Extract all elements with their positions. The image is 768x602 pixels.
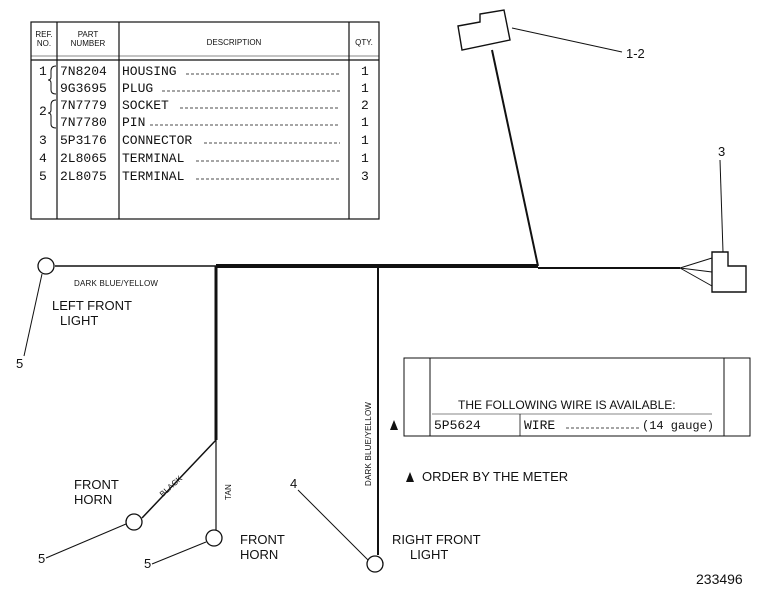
drawing-number: 233496 bbox=[696, 571, 743, 587]
row-part: 7N7779 bbox=[60, 98, 107, 113]
row-ref: 3 bbox=[39, 133, 47, 148]
header-part-line2: NUMBER bbox=[70, 39, 106, 48]
left-front-light-line2: LIGHT bbox=[60, 313, 99, 328]
wire-label-vertical: DARK BLUE/YELLOW bbox=[364, 401, 373, 486]
left-light-terminal bbox=[37, 257, 55, 275]
wire-box-heading: THE FOLLOWING WIRE IS AVAILABLE: bbox=[458, 398, 676, 412]
row-description: PLUG bbox=[122, 81, 154, 96]
row-ref: 4 bbox=[39, 151, 47, 166]
wire-box-description: WIRE bbox=[524, 418, 556, 433]
meter-note: ORDER BY THE METER bbox=[422, 469, 569, 484]
row-description: TERMINAL bbox=[122, 151, 185, 166]
callout-1-2: 1-2 bbox=[626, 46, 645, 61]
meter-markers bbox=[390, 420, 414, 482]
left-front-light-label: LEFT FRONT LIGHT bbox=[52, 298, 132, 328]
row-qty: 2 bbox=[361, 98, 369, 113]
header-qty: QTY. bbox=[355, 38, 373, 47]
left-front-light-line1: LEFT FRONT bbox=[52, 298, 132, 313]
front-horn-2-line1: FRONT bbox=[240, 532, 285, 547]
row-qty: 1 bbox=[361, 64, 369, 79]
callout-4: 4 bbox=[290, 476, 298, 491]
header-part-line1: PART bbox=[77, 30, 99, 39]
row-part: 9G3695 bbox=[60, 81, 107, 96]
right-front-light-line2: LIGHT bbox=[410, 547, 449, 562]
leader-lines bbox=[23, 27, 724, 565]
harness-wires bbox=[55, 49, 713, 555]
row-part: 7N7780 bbox=[60, 115, 107, 130]
row-qty: 1 bbox=[361, 115, 369, 130]
meter-note-marker-icon bbox=[406, 472, 414, 482]
row-part: 5P3176 bbox=[60, 133, 107, 148]
row-description: PIN bbox=[122, 115, 146, 130]
row-part: 7N8204 bbox=[60, 64, 107, 79]
parts-table-frame bbox=[30, 21, 380, 220]
row-qty: 1 bbox=[361, 133, 369, 148]
row-description: TERMINAL bbox=[122, 169, 185, 184]
row-description: CONNECTOR bbox=[122, 133, 193, 148]
row-qty: 3 bbox=[361, 169, 369, 184]
connector-3 bbox=[711, 251, 747, 293]
callout-3: 3 bbox=[718, 144, 726, 159]
row-part: 2L8065 bbox=[60, 151, 107, 166]
front-horn-1-label: FRONT HORN bbox=[74, 477, 119, 507]
wire-box-part: 5P5624 bbox=[434, 418, 481, 433]
row-ref: 1 bbox=[39, 64, 47, 79]
header-description: DESCRIPTION bbox=[206, 38, 262, 47]
right-light-terminal bbox=[366, 555, 384, 573]
right-front-light-line1: RIGHT FRONT bbox=[392, 532, 481, 547]
ref-braces bbox=[47, 65, 57, 129]
wire-label-tan: TAN bbox=[224, 483, 233, 500]
wire-box-frame bbox=[403, 357, 751, 437]
row-part: 2L8075 bbox=[60, 169, 107, 184]
header-ref-line1: REF. bbox=[35, 30, 53, 39]
front-horn-2-line2: HORN bbox=[240, 547, 279, 562]
callout-5-horn2: 5 bbox=[144, 556, 152, 571]
callout-5-left: 5 bbox=[16, 356, 24, 371]
plug-1-2 bbox=[457, 9, 511, 51]
header-part: PART NUMBER bbox=[57, 30, 119, 48]
wire-label-main: DARK BLUE/YELLOW bbox=[74, 279, 159, 288]
front-horn-1-line1: FRONT bbox=[74, 477, 119, 492]
meter-marker-icon bbox=[390, 420, 398, 430]
horn2-terminal bbox=[205, 529, 223, 547]
header-ref: REF. NO. bbox=[31, 30, 57, 48]
horn1-terminal bbox=[125, 513, 143, 531]
terminals bbox=[37, 257, 384, 573]
row-qty: 1 bbox=[361, 151, 369, 166]
row-ref: 2 bbox=[39, 104, 47, 119]
row-qty: 1 bbox=[361, 81, 369, 96]
row-ref: 5 bbox=[39, 169, 47, 184]
wire-box-gauge: (14 gauge) bbox=[642, 419, 715, 433]
row-description: HOUSING bbox=[122, 64, 177, 79]
row-description: SOCKET bbox=[122, 98, 169, 113]
front-horn-1-line2: HORN bbox=[74, 492, 113, 507]
right-front-light-label: RIGHT FRONT LIGHT bbox=[392, 532, 481, 562]
callout-5-horn1: 5 bbox=[38, 551, 46, 566]
front-horn-2-label: FRONT HORN bbox=[240, 532, 285, 562]
header-ref-line2: NO. bbox=[36, 39, 52, 48]
